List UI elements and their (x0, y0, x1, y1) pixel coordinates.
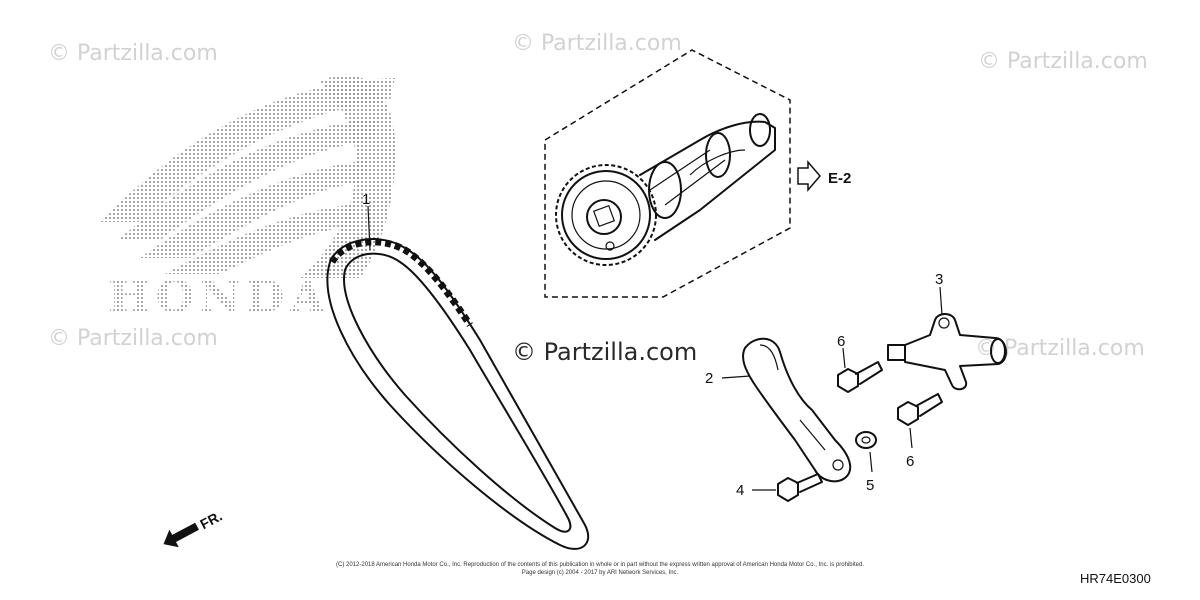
callout-4: 4 (736, 482, 744, 499)
leader-line-1 (367, 205, 371, 251)
bolt-6-lower (897, 393, 943, 426)
copyright-line-2: Page design (c) 2004 - 2017 by ARI Netwo… (522, 570, 679, 576)
tensioner-arm (742, 337, 852, 483)
washer (855, 431, 877, 449)
cam-chain (326, 238, 590, 550)
copyright-line-1: (C) 2012-2018 American Honda Motor Co., … (336, 562, 864, 568)
callout-6-lower: 6 (906, 453, 914, 470)
honda-wing-logo: HONDA (100, 74, 396, 323)
bolt-6-upper (837, 361, 883, 393)
callout-1: 1 (362, 191, 370, 208)
honda-logo-text: HONDA (108, 272, 330, 323)
watermark-top-left: © Partzilla.com (48, 41, 218, 66)
leader-line-6-lower (909, 427, 913, 449)
leader-line-3 (939, 286, 943, 316)
tensioner-lifter (887, 313, 1007, 391)
watermark-mid-left: © Partzilla.com (48, 326, 218, 351)
camshaft-assembly (555, 113, 776, 266)
watermark-center: © Partzilla.com (512, 338, 697, 366)
diagram-code: HR74E0300 (1080, 571, 1151, 586)
reference-label: E-2 (828, 170, 851, 187)
leader-line-5 (869, 451, 873, 473)
leader-line-2 (721, 375, 751, 379)
bolt-4 (777, 473, 823, 502)
watermark-top-center: © Partzilla.com (512, 31, 682, 56)
camshaft-assembly-frame (544, 49, 791, 298)
front-direction-arrow-icon: FR. (163, 508, 225, 548)
callout-2: 2 (705, 370, 713, 387)
direction-label: FR. (197, 508, 224, 533)
watermark-top-right: © Partzilla.com (978, 49, 1148, 74)
callout-5: 5 (866, 477, 874, 494)
callout-3: 3 (935, 271, 943, 288)
leader-line-6-upper (842, 347, 846, 369)
callout-6-upper: 6 (837, 333, 845, 350)
reference-arrow-icon (797, 159, 821, 193)
